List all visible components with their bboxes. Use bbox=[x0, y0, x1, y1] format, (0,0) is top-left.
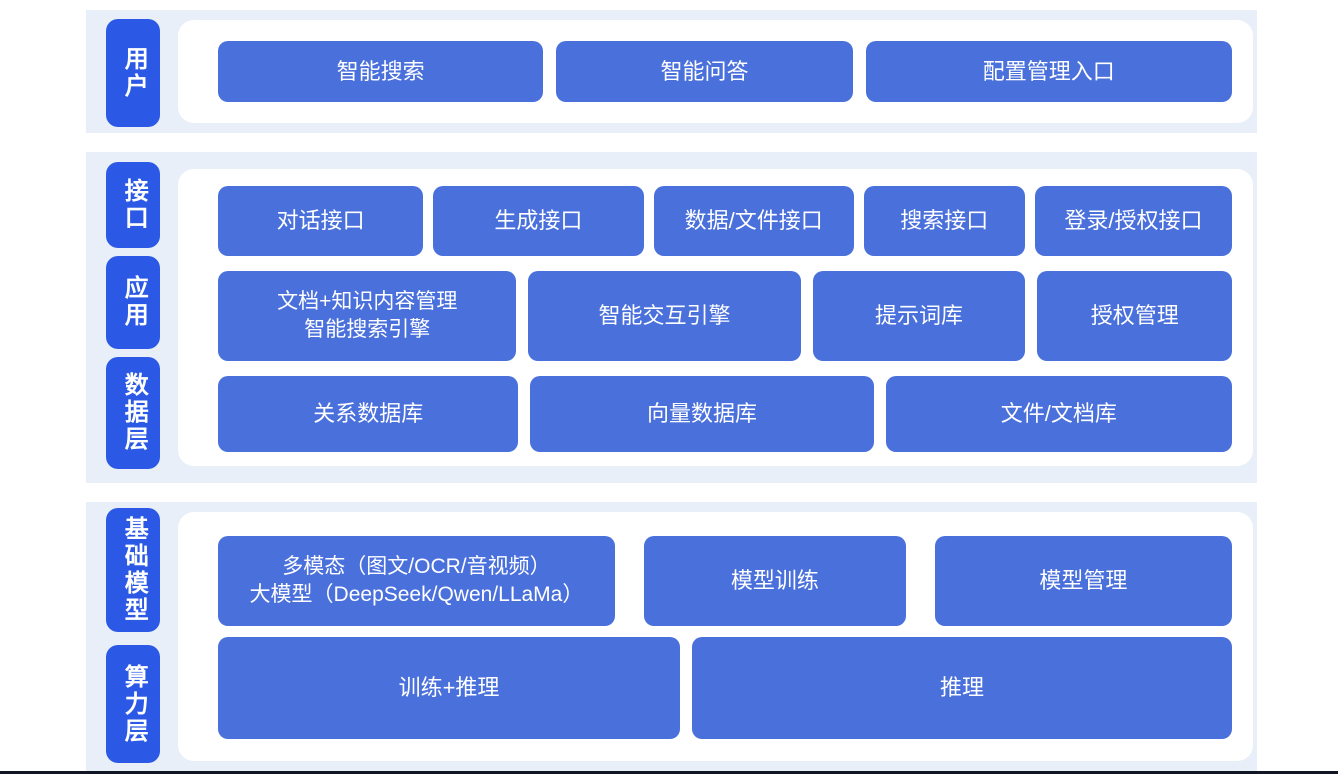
layer-label-compute-layer: 算力层 bbox=[106, 645, 160, 763]
base-model-row: 多模态（图文/OCR/音视频） 大模型（DeepSeek/Qwen/LLaMa）… bbox=[218, 536, 1232, 626]
layer-label-data-layer-text: 数据层 bbox=[120, 372, 148, 454]
node-login-auth-api: 登录/授权接口 bbox=[1034, 186, 1232, 256]
bottom-panel: 多模态（图文/OCR/音视频） 大模型（DeepSeek/Qwen/LLaMa）… bbox=[178, 512, 1253, 761]
node-generation-api: 生成接口 bbox=[433, 186, 644, 256]
layer-label-interface: 接口 bbox=[106, 162, 160, 249]
user-layer-row: 智能搜索 智能问答 配置管理入口 bbox=[218, 41, 1232, 102]
node-relational-database: 关系数据库 bbox=[218, 376, 519, 452]
node-doc-knowledge-search-engine: 文档+知识内容管理 智能搜索引擎 bbox=[218, 271, 517, 361]
layer-label-interface-text: 接口 bbox=[120, 178, 148, 233]
node-config-management-entry: 配置管理入口 bbox=[865, 41, 1232, 102]
band-gap-2 bbox=[0, 483, 1338, 502]
node-data-file-api: 数据/文件接口 bbox=[653, 186, 854, 256]
node-multimodal-large-model: 多模态（图文/OCR/音视频） 大模型（DeepSeek/Qwen/LLaMa） bbox=[218, 536, 615, 626]
middle-label-column: 接口 应用 数据层 bbox=[106, 152, 160, 483]
data-layer-row: 关系数据库 向量数据库 文件/文档库 bbox=[218, 376, 1232, 452]
band-interface-app-data: 接口 应用 数据层 对话接口 生成接口 数据/文件接口 搜索接口 登录/授权接口… bbox=[86, 152, 1257, 483]
band-gap-1 bbox=[0, 133, 1338, 152]
user-layer-label-column: 用户 bbox=[106, 10, 160, 133]
compute-layer-row: 训练+推理 推理 bbox=[218, 637, 1232, 739]
node-smart-search: 智能搜索 bbox=[218, 41, 544, 102]
top-margin bbox=[0, 0, 1338, 10]
node-dialog-api: 对话接口 bbox=[218, 186, 424, 256]
band-model-compute: 基础模型 算力层 多模态（图文/OCR/音视频） 大模型（DeepSeek/Qw… bbox=[86, 502, 1257, 771]
layer-label-base-model-text: 基础模型 bbox=[120, 516, 148, 624]
layer-label-application-text: 应用 bbox=[120, 275, 148, 330]
node-smart-interaction-engine: 智能交互引擎 bbox=[528, 271, 801, 361]
application-row: 文档+知识内容管理 智能搜索引擎 智能交互引擎 提示词库 授权管理 bbox=[218, 271, 1232, 361]
layer-label-user-text: 用户 bbox=[120, 46, 148, 100]
node-file-document-store: 文件/文档库 bbox=[885, 376, 1232, 452]
layer-label-application: 应用 bbox=[106, 256, 160, 349]
node-smart-qa: 智能问答 bbox=[556, 41, 853, 102]
band-user-layer: 用户 智能搜索 智能问答 配置管理入口 bbox=[86, 10, 1257, 133]
node-model-management: 模型管理 bbox=[934, 536, 1232, 626]
node-authorization-management: 授权管理 bbox=[1037, 271, 1232, 361]
node-model-training: 模型训练 bbox=[643, 536, 906, 626]
bottom-divider-line bbox=[0, 771, 1338, 774]
layer-label-user: 用户 bbox=[106, 19, 160, 127]
layer-label-compute-layer-text: 算力层 bbox=[120, 663, 148, 745]
node-search-api: 搜索接口 bbox=[863, 186, 1025, 256]
layer-label-base-model: 基础模型 bbox=[106, 508, 160, 632]
interface-row: 对话接口 生成接口 数据/文件接口 搜索接口 登录/授权接口 bbox=[218, 186, 1232, 256]
node-inference: 推理 bbox=[692, 637, 1232, 739]
node-vector-database: 向量数据库 bbox=[530, 376, 874, 452]
bottom-label-column: 基础模型 算力层 bbox=[106, 502, 160, 771]
user-layer-panel: 智能搜索 智能问答 配置管理入口 bbox=[178, 20, 1253, 123]
node-training-plus-inference: 训练+推理 bbox=[218, 637, 680, 739]
layer-label-data-layer: 数据层 bbox=[106, 356, 160, 469]
node-prompt-library: 提示词库 bbox=[812, 271, 1026, 361]
middle-panel: 对话接口 生成接口 数据/文件接口 搜索接口 登录/授权接口 文档+知识内容管理… bbox=[178, 169, 1253, 466]
